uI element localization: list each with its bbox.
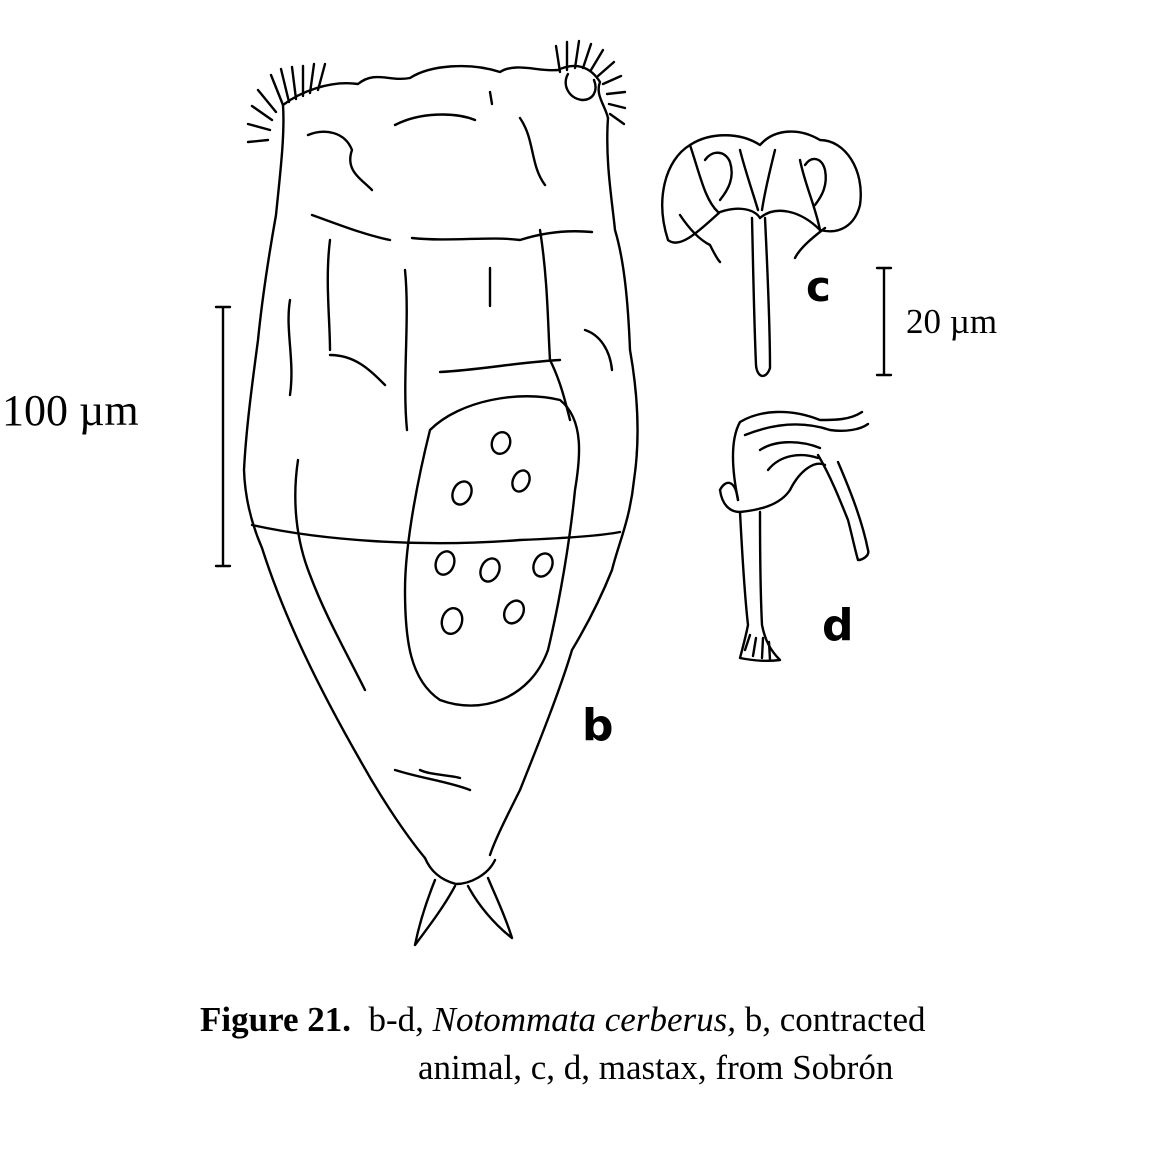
mastax-c-drawing xyxy=(661,130,862,378)
rotifer-body-drawing xyxy=(242,39,639,947)
mastax-d-drawing xyxy=(718,410,870,663)
caption-line2: animal, c, d, mastax, from Sobrón xyxy=(418,1048,894,1087)
scale-bar-small xyxy=(875,266,893,377)
scale-label-large: 100 µm xyxy=(2,386,139,435)
caption-prefix: b-d, xyxy=(368,1000,424,1039)
figure-caption: Figure 21. b-d, Notommata cerberus, b, c… xyxy=(200,996,1140,1092)
panel-label-c: c xyxy=(806,262,831,311)
caption-species: Notommata cerberus, xyxy=(432,1000,736,1039)
scale-bar-large xyxy=(214,305,232,568)
scale-label-small: 20 µm xyxy=(906,302,998,341)
caption-figure-number: Figure 21. xyxy=(200,1000,352,1039)
panel-label-d: d xyxy=(822,600,854,651)
caption-rest-line1: b, contracted xyxy=(744,1000,926,1039)
panel-label-b: b xyxy=(582,700,614,751)
